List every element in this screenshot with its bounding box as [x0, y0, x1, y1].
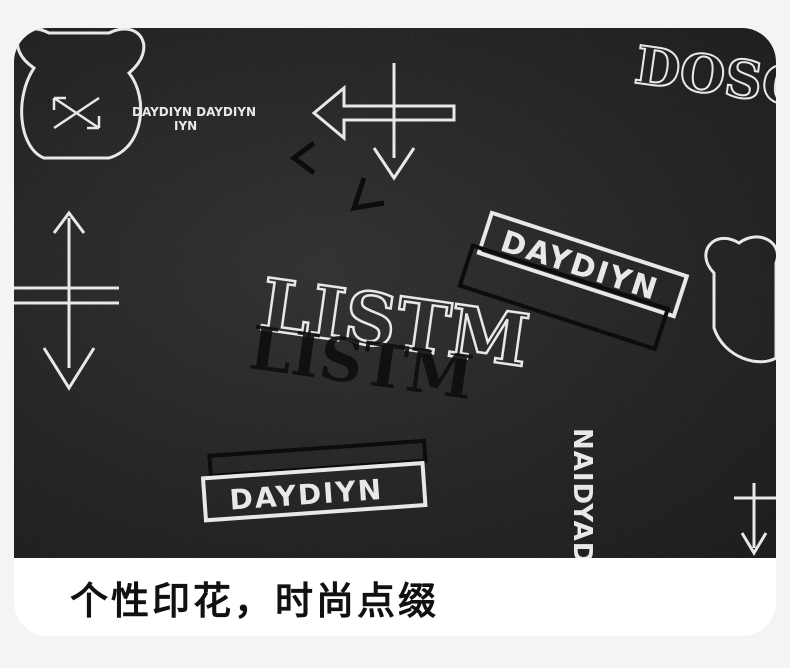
vertical-brand-print: NAIDYAD: [567, 428, 597, 558]
print-pattern: DAYDIYN DAYDIYN IYN DOSC DAYDIYN: [14, 28, 776, 558]
caption-band: 个性印花，时尚点缀: [14, 558, 776, 636]
product-detail-card: DAYDIYN DAYDIYN IYN DOSC DAYDIYN: [14, 28, 776, 636]
brand-box-bottom: DAYDIYN: [200, 438, 428, 523]
arrow-fragment-bottom-right: [734, 483, 776, 556]
vertical-brand-text: NAIDYAD: [567, 428, 597, 558]
bear-head-graphic-top-left: [16, 28, 146, 160]
caption-text: 个性印花，时尚点缀: [70, 578, 440, 623]
brand-fragment-print: IYN: [174, 119, 197, 133]
arrow-vertical-graphic-left: [14, 210, 119, 391]
fabric-print-photo: DAYDIYN DAYDIYN IYN DOSC DAYDIYN: [14, 28, 776, 558]
arrow-cross-graphic-top: [289, 63, 456, 212]
bear-head-graphic-right: [704, 235, 776, 364]
brand-print-small: DAYDIYN DAYDIYN: [132, 105, 256, 119]
